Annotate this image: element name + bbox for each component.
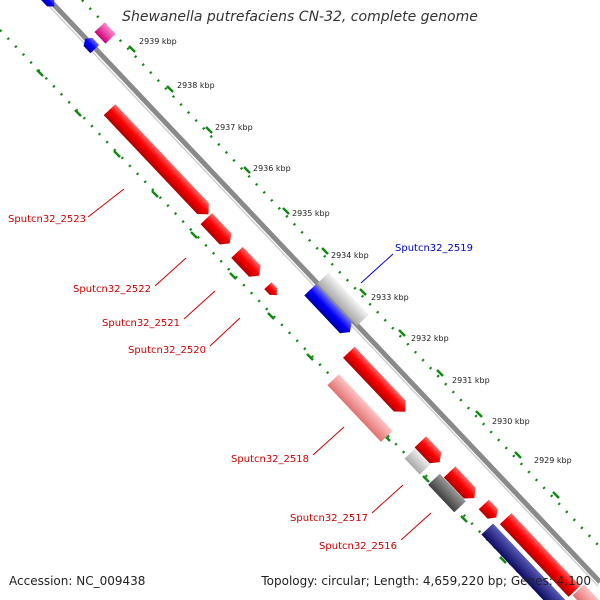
leader-line-2518: [312, 426, 345, 456]
scale-label: 2939 kbp: [139, 37, 177, 46]
major-tick: [74, 109, 82, 117]
major-tick: [321, 247, 329, 255]
major-tick: [499, 556, 507, 564]
gene-arrow-2522: [200, 213, 232, 245]
major-tick: [113, 150, 121, 158]
gene-arrow-forward-outer: [343, 346, 406, 412]
tick-ruler-inner: [0, 29, 546, 600]
gene-label-2519: Sputcn32_2519: [395, 243, 473, 254]
major-tick: [514, 451, 522, 459]
leader-line-2517: [371, 484, 404, 514]
gene-arrow-2516: [481, 523, 569, 600]
gene-arrow-pink-bottom: [572, 584, 600, 600]
gene-label-2516: Sputcn32_2516: [319, 541, 397, 552]
gene-arrow-reverse-mid: [304, 284, 352, 334]
tick-ruler-outer: [81, 0, 600, 548]
gene-arrow-forward-tiny: [478, 499, 498, 519]
major-tick: [166, 85, 174, 93]
gene-label-2520: Sputcn32_2520: [128, 345, 206, 356]
leader-line-2516: [400, 512, 432, 541]
leader-line-2519: [360, 253, 394, 284]
scale-label: 2934 kbp: [331, 251, 369, 260]
gene-label-2521: Sputcn32_2521: [102, 318, 180, 329]
major-tick: [243, 166, 251, 174]
major-tick: [36, 69, 44, 77]
gene-label-2518: Sputcn32_2518: [231, 454, 309, 465]
topology-summary-text: Topology: circular; Length: 4,659,220 bp…: [261, 574, 591, 588]
major-tick: [267, 312, 275, 320]
gene-label-2517: Sputcn32_2517: [290, 513, 368, 524]
major-tick: [436, 369, 444, 377]
scale-label: 2932 kbp: [411, 334, 449, 343]
leader-line-2523: [87, 188, 125, 218]
gene-label-2523: Sputcn32_2523: [8, 214, 86, 225]
gene-label-2522: Sputcn32_2522: [73, 284, 151, 295]
major-tick: [190, 231, 198, 239]
gene-arrow-2523: [103, 104, 209, 215]
scale-label: 2933 kbp: [371, 293, 409, 302]
scale-label: 2935 kbp: [292, 209, 330, 218]
gene-arrow-pseudo: [94, 22, 116, 44]
leader-line-2520: [209, 317, 241, 347]
leader-line-2521: [183, 290, 216, 320]
major-tick: [205, 126, 213, 134]
gene-arrow-forward-small: [414, 436, 442, 464]
scale-label: 2938 kbp: [177, 81, 215, 90]
leader-line-2522: [154, 257, 187, 287]
gene-arrow-2519: [317, 272, 369, 326]
major-tick: [460, 515, 468, 523]
gene-arrow-top-edge: [40, 0, 55, 7]
major-tick: [306, 353, 314, 361]
gene-arrow-2521: [231, 246, 261, 277]
gene-arrow-2517-dark: [428, 473, 466, 513]
gene-arrow-forward-small-2: [443, 466, 476, 499]
scale-label: 2929 kbp: [534, 456, 572, 465]
backbone-inner: [42, 0, 599, 587]
gene-arrow-forward-bottom: [499, 513, 581, 597]
major-tick: [398, 329, 406, 337]
scale-label: 2930 kbp: [492, 417, 530, 426]
major-tick: [229, 272, 237, 280]
major-tick: [282, 207, 290, 215]
major-ticks-outer: [128, 45, 560, 499]
scale-label: 2931 kbp: [452, 376, 490, 385]
gene-arrow-2517: [404, 447, 432, 475]
major-tick: [422, 475, 430, 483]
gene-arrow-2518: [327, 374, 393, 442]
major-tick: [475, 410, 483, 418]
major-tick: [359, 288, 367, 296]
accession-text: Accession: NC_009438: [9, 574, 146, 588]
scale-label: 2937 kbp: [215, 123, 253, 132]
gene-arrow-reverse-small: [83, 37, 100, 54]
major-tick: [128, 45, 136, 53]
scale-label: 2936 kbp: [253, 164, 291, 173]
major-tick: [151, 190, 159, 198]
gene-arrow-2520: [264, 282, 278, 296]
major-tick: [552, 491, 560, 499]
map-title: Shewanella putrefaciens CN-32, complete …: [122, 9, 478, 25]
